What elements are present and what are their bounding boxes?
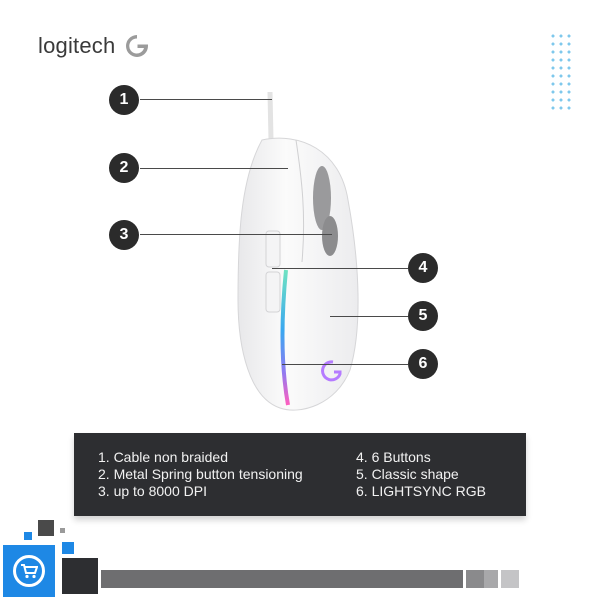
decorative-square bbox=[62, 558, 98, 594]
callout-number: 1 bbox=[119, 91, 129, 108]
decorative-square bbox=[62, 542, 74, 554]
decorative-bar bbox=[484, 570, 498, 588]
leader-line-4 bbox=[272, 268, 408, 269]
spec-item: 4. 6 Buttons bbox=[356, 449, 431, 465]
callout-6: 6 bbox=[408, 349, 438, 379]
callout-2: 2 bbox=[109, 153, 139, 183]
leader-line-5 bbox=[330, 316, 408, 317]
mouse-g-logo-icon bbox=[321, 360, 342, 382]
side-button-forward bbox=[265, 230, 281, 268]
spec-item: 5. Classic shape bbox=[356, 466, 459, 482]
leader-line-2 bbox=[140, 168, 288, 169]
dpi-button bbox=[322, 216, 338, 256]
callout-5: 5 bbox=[408, 301, 438, 331]
spec-item: 3. up to 8000 DPI bbox=[98, 483, 207, 499]
decorative-bar bbox=[501, 570, 519, 588]
decorative-square bbox=[60, 528, 65, 533]
leader-line-6 bbox=[282, 364, 408, 365]
spec-list-left: 1. Cable non braided 2. Metal Spring but… bbox=[98, 449, 303, 500]
callout-number: 4 bbox=[418, 259, 428, 276]
spec-item: 2. Metal Spring button tensioning bbox=[98, 466, 303, 482]
callout-number: 6 bbox=[418, 355, 428, 372]
logo-text: logitech bbox=[38, 33, 116, 58]
scroll-wheel bbox=[313, 166, 331, 230]
logitech-g-icon bbox=[126, 35, 149, 57]
cart-badge[interactable] bbox=[3, 545, 55, 597]
mouse-body bbox=[237, 137, 359, 411]
callout-number: 2 bbox=[119, 159, 129, 176]
decorative-square bbox=[24, 532, 32, 540]
spec-item: 1. Cable non braided bbox=[98, 449, 228, 465]
spec-panel: 1. Cable non braided 2. Metal Spring but… bbox=[74, 433, 526, 516]
cable bbox=[267, 91, 274, 141]
callout-number: 3 bbox=[119, 226, 129, 243]
side-button-back bbox=[265, 271, 281, 313]
callout-4: 4 bbox=[408, 253, 438, 283]
callout-3: 3 bbox=[109, 220, 139, 250]
callout-number: 5 bbox=[418, 307, 428, 324]
decorative-bar bbox=[101, 570, 463, 588]
decorative-square bbox=[38, 520, 54, 536]
decorative-dot-grid bbox=[549, 32, 573, 110]
spec-item: 6. LIGHTSYNC RGB bbox=[356, 483, 486, 499]
spec-list-right: 4. 6 Buttons 5. Classic shape 6. LIGHTSY… bbox=[356, 449, 486, 500]
shopping-cart-icon bbox=[21, 564, 38, 579]
leader-line-3 bbox=[140, 234, 332, 235]
cart-circle bbox=[13, 555, 45, 587]
logitech-logo: logitech bbox=[38, 30, 151, 62]
callout-1: 1 bbox=[109, 85, 139, 115]
decorative-bar bbox=[466, 570, 484, 588]
rgb-light-strip bbox=[280, 269, 290, 406]
leader-line-1 bbox=[140, 99, 272, 100]
